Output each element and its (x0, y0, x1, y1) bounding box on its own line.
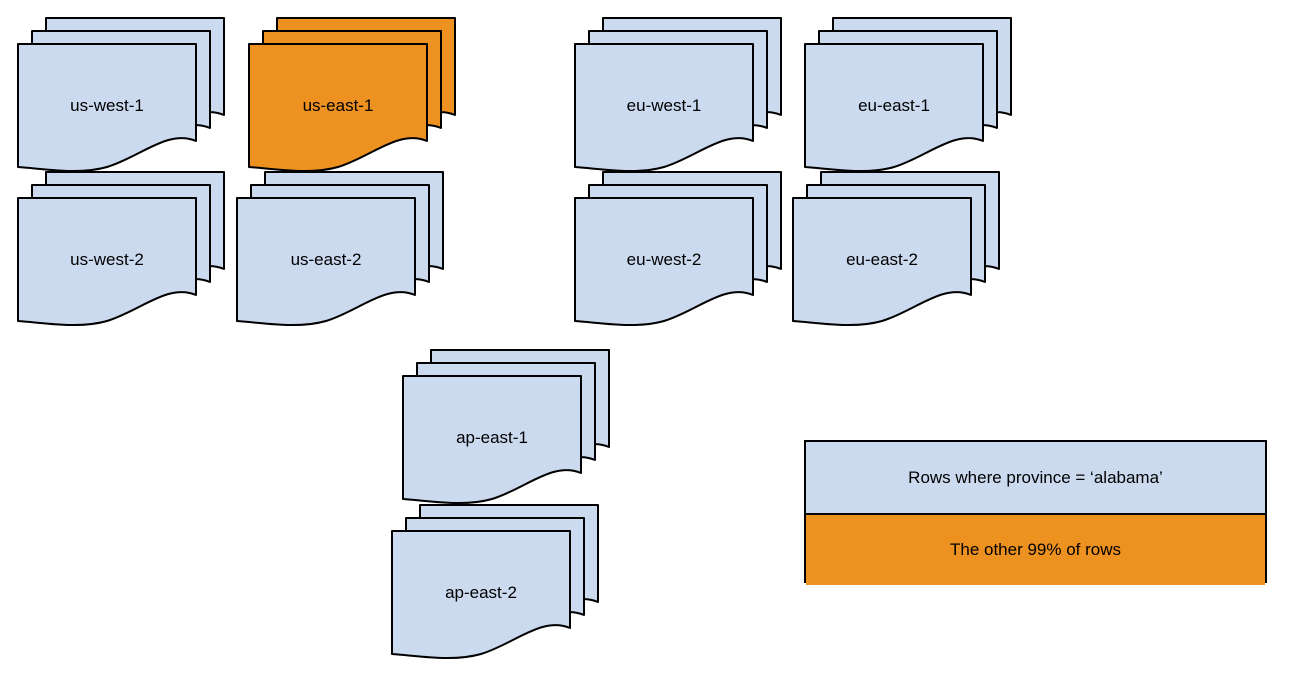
document-stack-shape (17, 17, 225, 173)
document-sheet-front (248, 43, 428, 173)
document-stack-us-west-1[interactable]: us-west-1 (17, 17, 226, 220)
legend-row-label: Rows where province = ‘alabama’ (908, 467, 1163, 487)
document-sheet-front (236, 197, 416, 327)
legend: Rows where province = ‘alabama’ The othe… (804, 440, 1267, 585)
document-stack-shape (804, 17, 1012, 173)
document-stack-ap-east-2[interactable]: ap-east-2 (391, 504, 600, 680)
document-sheet-front (391, 530, 571, 660)
document-stack-shape (17, 171, 225, 327)
document-stack-eu-east-2[interactable]: eu-east-2 (792, 171, 1001, 374)
document-stack-us-west-2[interactable]: us-west-2 (17, 171, 226, 374)
document-sheet-front (17, 197, 197, 327)
document-stack-shape (236, 171, 444, 327)
legend-row-blue: Rows where province = ‘alabama’ (806, 442, 1265, 515)
document-stack-shape (391, 504, 599, 660)
document-sheet-front (402, 375, 582, 505)
document-sheet-front (574, 197, 754, 327)
document-stack-shape (574, 17, 782, 173)
document-stack-shape (402, 349, 610, 505)
document-stack-shape (792, 171, 1000, 327)
legend-row-label: The other 99% of rows (949, 540, 1122, 559)
document-stack-shape (574, 171, 782, 327)
document-sheet-front (792, 197, 972, 327)
document-stack-eu-west-2[interactable]: eu-west-2 (574, 171, 783, 374)
document-stack-ap-east-1[interactable]: ap-east-1 (402, 349, 611, 552)
document-stack-us-east-2[interactable]: us-east-2 (236, 171, 445, 374)
legend-row-orange: The other 99% of rows (806, 515, 1265, 585)
document-sheet-front (804, 43, 984, 173)
document-stack-shape (248, 17, 456, 173)
document-sheet-front (574, 43, 754, 173)
document-stack-us-east-1[interactable]: us-east-1 (248, 17, 457, 220)
document-stack-eu-west-1[interactable]: eu-west-1 (574, 17, 783, 220)
document-sheet-front (17, 43, 197, 173)
